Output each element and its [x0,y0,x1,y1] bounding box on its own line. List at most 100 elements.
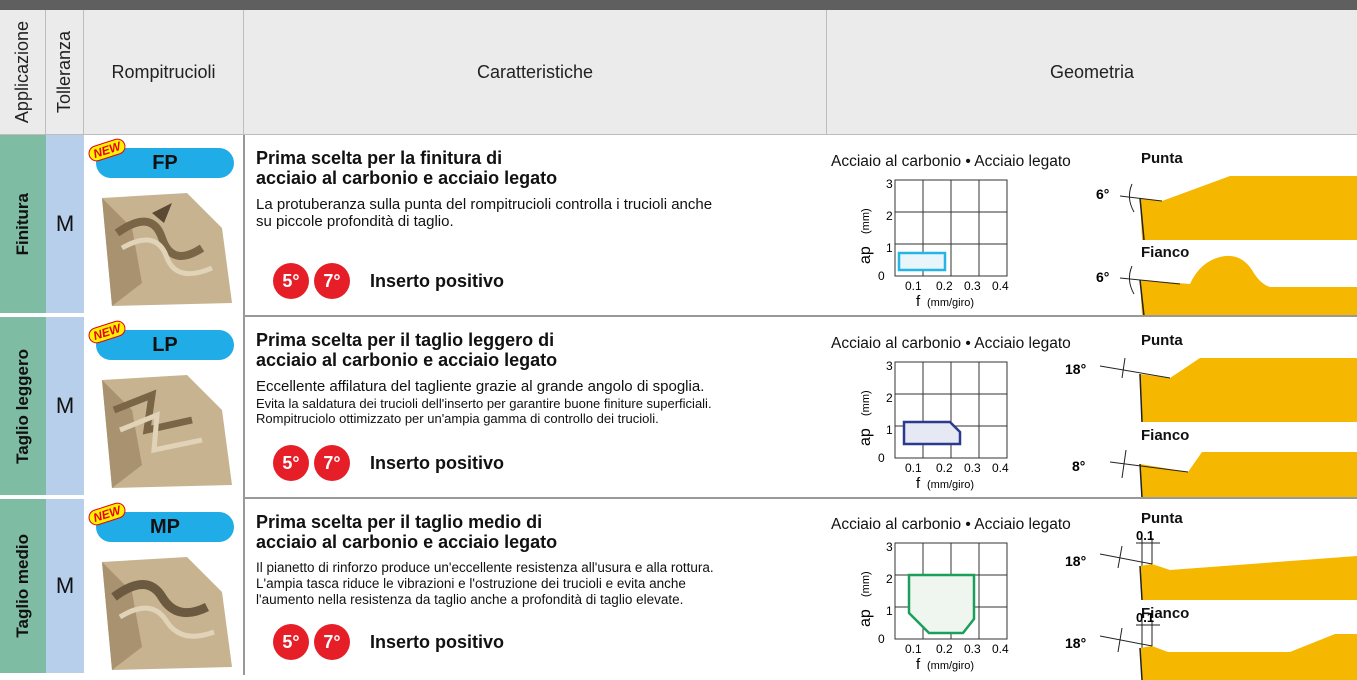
tick-label: 3 [886,177,893,191]
angle-badge-5: 5° [273,263,309,299]
chart-fp: 0 1 2 3 0.1 0.2 0.3 0.4 ap (mm) f (mm/gi… [857,177,1009,310]
description-line: l'aumento nella resistenza da taglio anc… [256,592,684,607]
x-axis-label: f [916,656,921,673]
tick-label: 0.3 [964,642,981,656]
angle-label: 18° [1065,361,1086,377]
x-axis-unit: (mm/giro) [927,660,974,672]
chart-lp: 0 1 2 3 0.1 0.2 0.3 0.4 ap (mm) f (mm/gi… [857,359,1009,492]
angle-label: 6° [1096,269,1109,285]
geometry-fianco-label: Fianco [1141,605,1190,622]
geometry-punta-mp: 0.1 18° [1065,528,1357,600]
geometry-punta-label: Punta [1141,150,1183,167]
header-tolleranza-label: Tolleranza [54,30,74,114]
feature-title-line2: acciaio al carbonio e acciaio legato [256,350,558,370]
feature-title-line1: Prima scelta per il taglio leggero di [256,330,555,350]
geometry-punta-fp: 6° [1096,176,1357,240]
y-axis-unit: (mm) [860,390,872,416]
material-label: Acciaio al carbonio • Acciaio legato [831,335,1071,352]
feature-title: Prima scelta per il taglio medio di acci… [256,512,557,552]
angle-badge-7: 7° [314,263,350,299]
feature-description: Evita la saldatura dei trucioli dell'ins… [256,396,836,426]
y-axis-label: ap [857,609,874,627]
tick-label: 0 [878,269,885,283]
description-line: Il pianetto di rinforzo produce un'eccel… [256,560,714,575]
tick-label: 2 [886,209,893,223]
header-tolleranza: Tolleranza [46,10,84,135]
tick-label: 2 [886,572,893,586]
description-line: La protuberanza sulla punta del rompitru… [256,196,713,213]
insert-type-label: Inserto positivo [370,271,505,291]
row-taglio-medio-application: Taglio medio [0,499,46,675]
feature-title-line1: Prima scelta per il taglio medio di [256,512,543,532]
x-axis-label: f [916,475,921,492]
feature-title-line1: Prima scelta per la finitura di [256,148,503,168]
geometry-fianco-mp: 0.1 18° [1065,610,1357,680]
geometry-punta-label: Punta [1141,332,1183,349]
tick-label: 0.2 [936,642,953,656]
insert-image-mp [102,557,232,670]
row-finitura-application: Finitura [0,135,46,315]
header-caratteristiche: Caratteristiche [244,10,827,135]
tolerance-cell: M [46,317,84,497]
geometry-fianco-label: Fianco [1141,427,1190,444]
header-rompitrucioli: Rompitrucioli [84,10,244,135]
feature-description-main: Eccellente affilatura del tagliente graz… [256,378,705,395]
y-axis-unit: (mm) [860,208,872,234]
breaker-table: Applicazione Tolleranza Rompitrucioli Ca… [0,10,1357,680]
description-line: Evita la saldatura dei trucioli dell'ins… [256,396,712,411]
geometry-fianco-fp: 6° [1096,255,1357,316]
tick-label: 0.3 [964,461,981,475]
y-axis-label: ap [857,246,874,264]
geometry-punta-lp: 18° [1065,357,1357,422]
tick-label: 0.3 [964,279,981,293]
row-taglio-leggero-application: Taglio leggero [0,317,46,497]
feature-title-line2: acciaio al carbonio e acciaio legato [256,168,558,188]
insert-type-label: Inserto positivo [370,632,505,652]
tick-label: 0 [878,451,885,465]
tick-label: 1 [886,423,893,437]
material-label: Acciaio al carbonio • Acciaio legato [831,153,1071,170]
feature-title: Prima scelta per la finitura di acciaio … [256,148,557,188]
angle-label: 8° [1072,458,1085,474]
insert-image-lp [102,375,232,488]
geometry-fianco-lp: 8° [1072,449,1357,498]
angle-badge-5: 5° [273,445,309,481]
tick-label: 3 [886,359,893,373]
angle-badge-5: 5° [273,624,309,660]
insert-type-label: Inserto positivo [370,453,505,473]
insert-image-fp [102,193,232,306]
header-applicazione: Applicazione [0,10,46,135]
range-area [907,573,976,635]
tick-label: 0.4 [992,279,1009,293]
tick-label: 2 [886,391,893,405]
header-applicazione-label: Applicazione [12,20,32,124]
y-axis-unit: (mm) [860,571,872,597]
range-area [897,251,947,272]
x-axis-unit: (mm/giro) [927,479,974,491]
tick-label: 1 [886,241,893,255]
tolerance-cell: M [46,135,84,315]
tick-label: 0.1 [905,461,922,475]
application-label: Taglio medio [13,534,32,638]
feature-title-line2: acciaio al carbonio e acciaio legato [256,532,558,552]
angle-badge-7: 7° [314,624,350,660]
tick-label: 0.1 [905,642,922,656]
tick-label: 3 [886,540,893,554]
range-area [902,420,962,446]
tolerance-cell: M [46,499,84,675]
feature-title: Prima scelta per il taglio leggero di ac… [256,330,557,370]
angle-label: 6° [1096,186,1109,202]
tick-label: 0.1 [905,279,922,293]
tick-label: 0.4 [992,461,1009,475]
top-bar [0,0,1357,10]
application-label: Finitura [13,192,32,256]
description-line: su piccole profondità di taglio. [256,213,454,230]
x-axis-unit: (mm/giro) [927,297,974,309]
edge-width-label: 0.1 [1136,528,1154,543]
edge-width-label: 0.1 [1136,610,1154,625]
angle-badge-7: 7° [314,445,350,481]
tick-label: 0.2 [936,279,953,293]
feature-description: Il pianetto di rinforzo produce un'eccel… [256,560,836,608]
header-rompitrucioli-label: Rompitrucioli [111,61,216,82]
material-label: Acciaio al carbonio • Acciaio legato [831,516,1071,533]
